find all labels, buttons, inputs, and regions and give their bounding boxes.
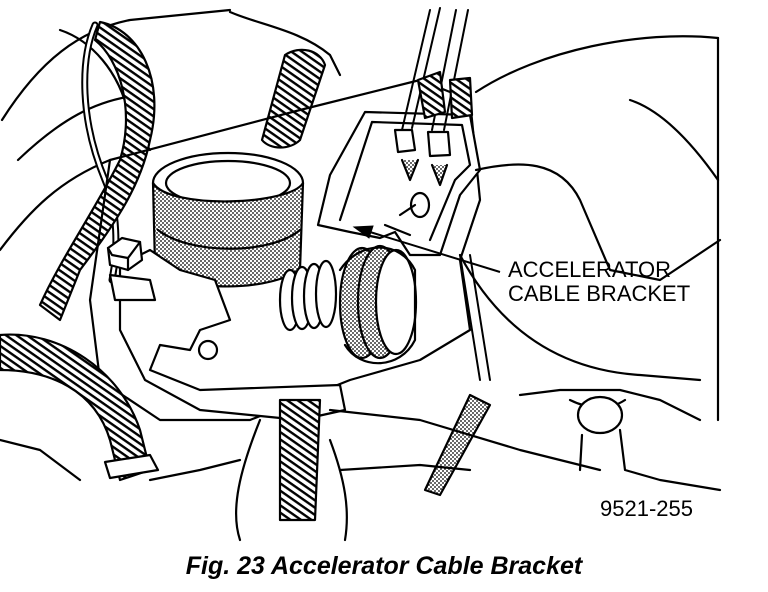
callout-leader — [369, 231, 501, 273]
callout-label-line1: ACCELERATOR — [508, 257, 671, 282]
cable-end-fitting — [409, 191, 431, 219]
vertical-hose — [278, 398, 322, 522]
lower-body-lines — [0, 408, 602, 482]
hose-clamp — [103, 453, 160, 480]
lower-right-bolt — [576, 395, 624, 435]
accelerator-cables — [401, 7, 469, 131]
callout-arrowhead — [352, 225, 374, 239]
throttle-base-bracket — [118, 248, 347, 422]
cable-connector-2 — [426, 130, 452, 158]
callout-label-line2: CABLE BRACKET — [508, 281, 690, 306]
lower-cable-sheath — [423, 393, 492, 497]
part-number: 9521-255 — [600, 496, 693, 521]
throttle-spring — [278, 259, 338, 332]
cable-connector-1 — [393, 128, 417, 154]
corrugated-hose-top — [260, 48, 327, 149]
mount-hole — [197, 339, 219, 361]
hex-bolt — [106, 236, 144, 272]
corrugated-hose-left — [38, 20, 156, 322]
lower-cable — [459, 254, 491, 381]
cable-sheath-upper — [416, 70, 447, 120]
right-body-panel — [458, 35, 722, 382]
figure-caption: Fig. 23 Accelerator Cable Bracket — [185, 552, 583, 580]
throttle-cam — [338, 244, 418, 365]
corrugated-hose-lower — [0, 333, 152, 482]
